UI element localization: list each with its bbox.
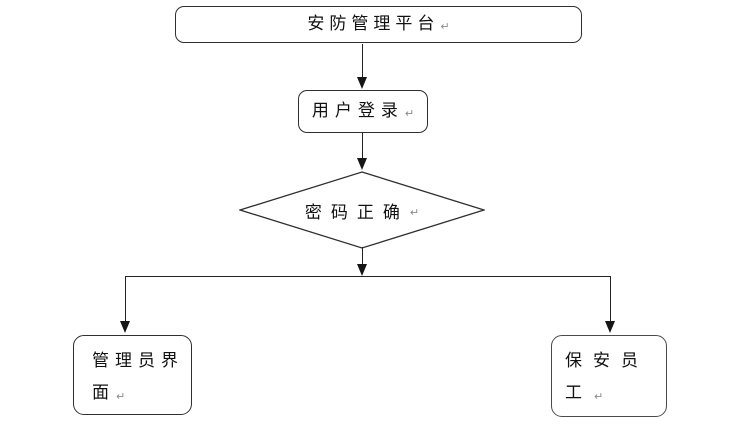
node-login-label: 用户登录 <box>311 101 404 121</box>
node-admin-label-line1: 管理员界 <box>92 351 184 371</box>
flowchart-node-admin-interface: 管理员界 面↵ <box>73 335 192 415</box>
arrowhead-down-icon <box>605 321 615 333</box>
node-staff-label-line2: 工↵ <box>565 383 604 403</box>
arrowhead-down-icon <box>357 77 367 89</box>
arrowhead-down-icon <box>357 264 367 276</box>
node-admin-label-line2: 面↵ <box>92 383 126 403</box>
paragraph-mark-icon: ↵ <box>116 390 126 403</box>
arrowhead-down-icon <box>357 158 367 170</box>
paragraph-mark-icon: ↵ <box>594 390 604 403</box>
paragraph-mark-icon: ↵ <box>440 20 450 33</box>
connector-right-branch-line <box>610 276 612 322</box>
connector-decision-split-line <box>362 247 364 265</box>
node-staff-label-line1: 保安员 <box>565 351 649 371</box>
connector-platform-login-line <box>362 44 364 78</box>
arrowhead-down-icon <box>120 321 130 333</box>
connector-login-decision-line <box>362 133 364 159</box>
flowchart-node-platform: 安防管理平台↵ <box>175 6 582 43</box>
node-decision-label-wrap: 密码正确↵ <box>239 171 485 249</box>
flowchart-node-security-staff: 保安员 工↵ <box>551 335 667 417</box>
paragraph-mark-icon: ↵ <box>409 205 420 219</box>
node-decision-label: 密码正确 <box>304 202 409 223</box>
paragraph-mark-icon: ↵ <box>404 107 415 120</box>
flowchart-node-login: 用户登录↵ <box>298 90 428 133</box>
connector-left-branch-line <box>125 276 127 322</box>
connector-split-horizontal-line <box>125 276 611 278</box>
node-platform-label: 安防管理平台 <box>307 14 440 34</box>
